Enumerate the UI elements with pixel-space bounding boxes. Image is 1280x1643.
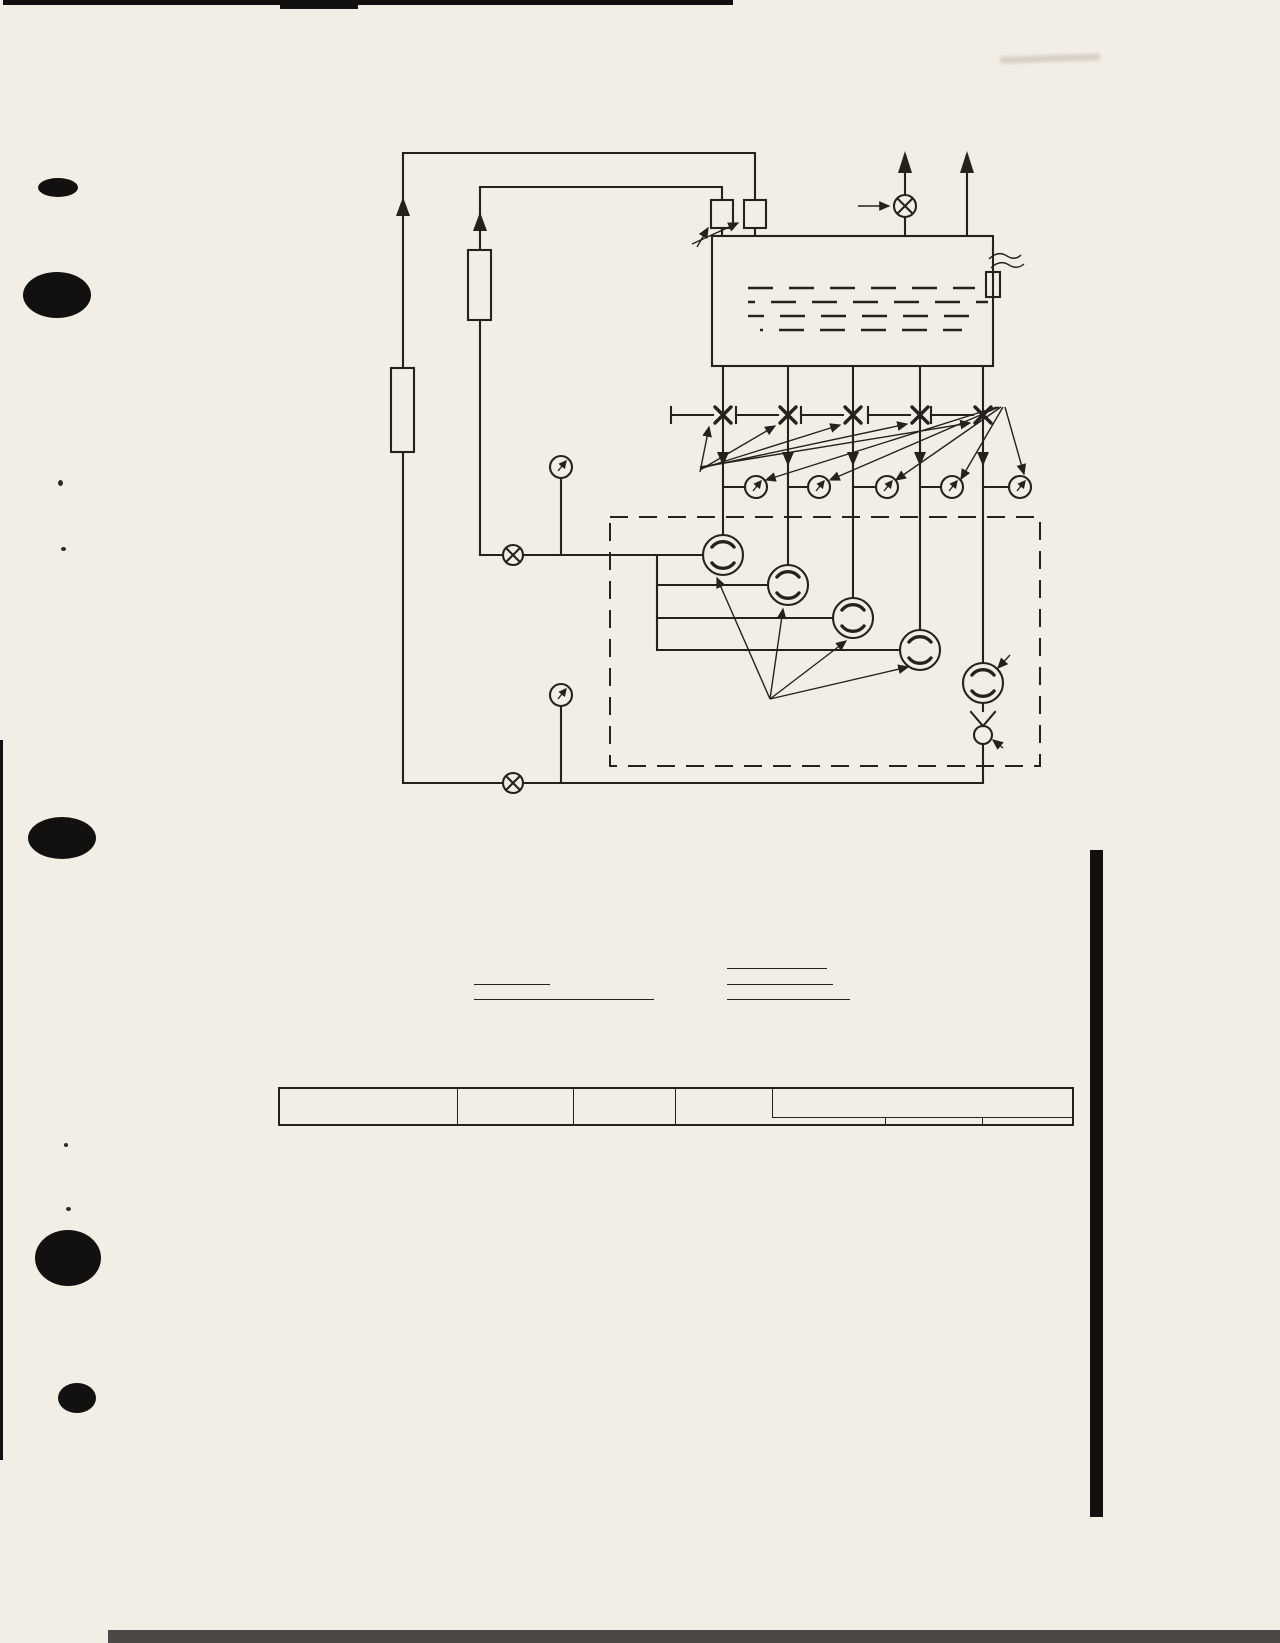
vent-arrow-icon [898, 151, 912, 173]
col-header-speed [456, 1088, 573, 1125]
binding-hole [23, 272, 91, 318]
form-line-object [470, 1051, 970, 1067]
filter-icon [709, 198, 735, 230]
shutoff-valve-icon [501, 771, 525, 795]
vacuum-stack [960, 151, 974, 238]
scan-edge-top-blob [280, 0, 358, 9]
heater-terminal-icon [984, 270, 1002, 299]
col-header-min-flow [772, 1118, 885, 1126]
lube-element-icon [961, 661, 1005, 705]
log-table-wrap [278, 1087, 1074, 1126]
heater-lead [990, 261, 1025, 269]
scan-edge-top [3, 0, 733, 5]
form-date-blank [727, 987, 850, 1001]
scan-speck [58, 480, 63, 486]
reservoir [710, 234, 1025, 368]
col-header-inlet [572, 1088, 675, 1125]
form-observer-blank [474, 987, 654, 1001]
form-line-remarks2 [470, 1018, 970, 1034]
pump-boundary [609, 516, 1041, 767]
form-line-observer [470, 987, 970, 1003]
scan-edge-left [0, 740, 3, 1460]
scan-speck [66, 1207, 71, 1211]
pressure-gage-icon [548, 682, 574, 708]
col-header-observed-flow [884, 1117, 982, 1125]
binding-hole [58, 1383, 96, 1413]
form-line-pump [470, 956, 970, 972]
vacuum-arrow-icon [960, 151, 974, 173]
vacuum-gage-icons [721, 474, 1033, 500]
flow-arrows-down [717, 452, 989, 466]
scavenge-feed [478, 454, 902, 652]
check-valve-icon [969, 701, 997, 785]
change-bar [1090, 850, 1103, 1517]
scan-edge-bottom [108, 1630, 1280, 1643]
flow-test-table [278, 1087, 1074, 1126]
test-setup-diagram [389, 151, 1041, 795]
log-form [470, 956, 970, 1066]
col-header-disch [674, 1088, 772, 1125]
form-engine-blank [474, 972, 550, 985]
filter-icon [742, 198, 768, 230]
scavenge-flowmeter-icon [466, 248, 493, 322]
binding-hole [38, 178, 78, 197]
col-header-max-flow [981, 1117, 1073, 1125]
line-shutoff-valve-icons [669, 405, 993, 425]
flow-arrow-up [396, 197, 410, 216]
col-header-flow [771, 1088, 1073, 1118]
return-line [401, 682, 985, 795]
vent-stack [892, 151, 918, 238]
pipe-lines [389, 151, 768, 785]
shutoff-valve-icon [501, 543, 525, 567]
binding-hole [28, 817, 96, 859]
form-dwg-blank [727, 956, 827, 969]
lube-flowmeter-icon [389, 366, 416, 454]
pressure-gage-icon [548, 454, 574, 480]
form-ser-blank [727, 972, 833, 985]
form-line-engine [470, 972, 970, 988]
scan-speck [64, 1143, 68, 1147]
heater-lead [988, 252, 1022, 260]
col-header-element [279, 1088, 457, 1125]
form-line-remarks3 [470, 1034, 970, 1050]
scavenge-element-icons [701, 533, 942, 672]
binding-hole [35, 1230, 101, 1286]
scan-speck [61, 547, 66, 551]
flow-arrow-up [473, 212, 487, 231]
form-line-remarks [470, 1003, 970, 1019]
label-arrows [691, 201, 1027, 750]
